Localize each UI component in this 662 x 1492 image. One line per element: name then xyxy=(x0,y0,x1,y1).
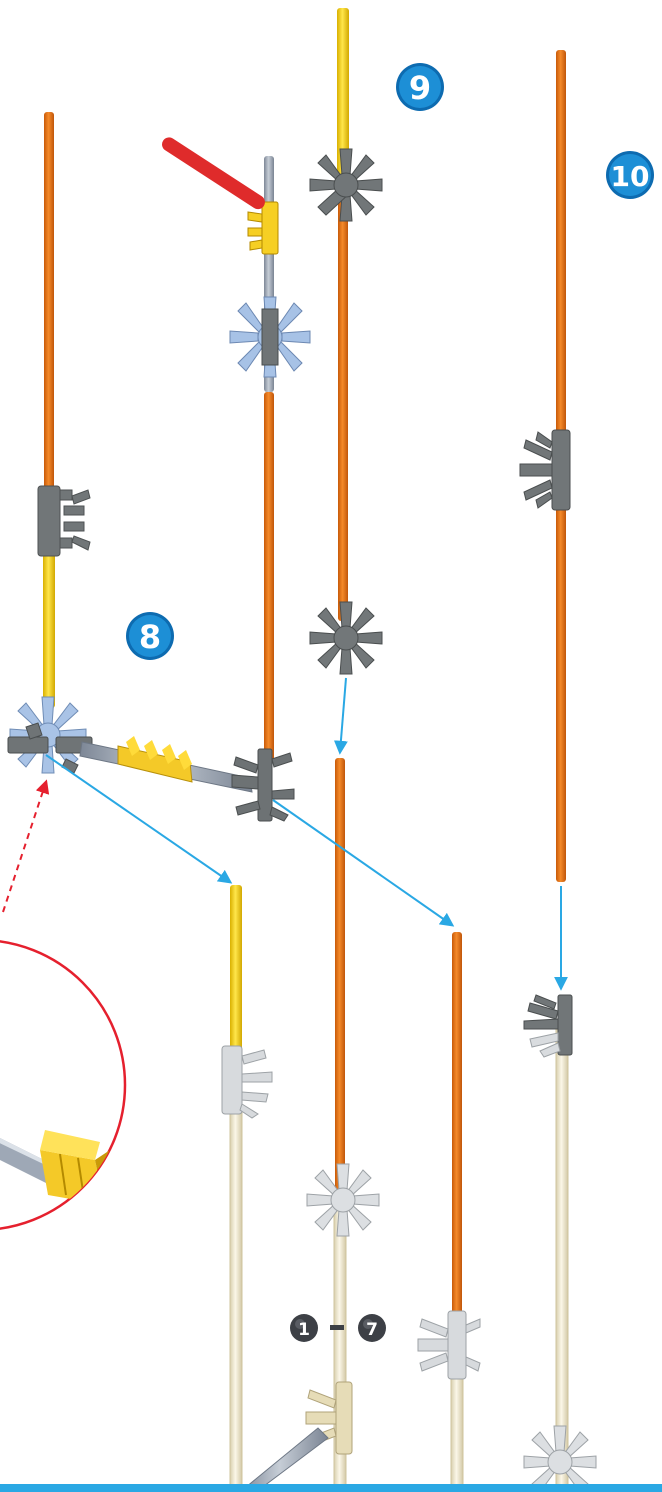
yellow-connector xyxy=(118,736,192,782)
step-9-structure xyxy=(310,8,382,674)
guide-arrow xyxy=(273,800,452,925)
cream-rod xyxy=(556,1025,568,1492)
detail-pointer-arrow xyxy=(3,782,46,912)
detail-yellow-connector xyxy=(40,1130,118,1205)
bottom-bar xyxy=(0,1484,662,1492)
guide-arrow xyxy=(340,678,346,752)
dark-grey-connector xyxy=(232,749,294,821)
dark-grey-connector xyxy=(38,486,90,556)
step-badge-9: 9 xyxy=(396,63,444,111)
range-dash xyxy=(330,1325,344,1330)
step-badge-10: 10 xyxy=(606,151,654,199)
step-8-structure xyxy=(8,112,310,821)
red-rod xyxy=(159,135,267,212)
orange-rod xyxy=(338,183,348,621)
light-grey-connector xyxy=(307,1164,379,1236)
guide-arrows xyxy=(46,678,561,988)
yellow-rod xyxy=(43,540,55,708)
step-number: 8 xyxy=(139,618,161,656)
yellow-rod xyxy=(230,885,242,1065)
dark-grey-connector xyxy=(310,602,382,674)
step-10-structure xyxy=(520,50,570,882)
blue-connector xyxy=(10,697,86,773)
step-number: 9 xyxy=(409,69,431,107)
blue-connector xyxy=(230,297,310,377)
yellow-connector xyxy=(248,202,278,254)
orange-rod xyxy=(335,758,345,1193)
dark-grey-connector xyxy=(520,430,570,510)
step-number: 10 xyxy=(611,160,650,193)
light-grey-connector xyxy=(418,1311,480,1379)
dark-grey-connector xyxy=(310,149,382,221)
dark-grey-connector xyxy=(524,995,572,1057)
orange-rod xyxy=(44,112,54,492)
grey-rod xyxy=(240,1428,328,1492)
light-grey-connector xyxy=(222,1046,272,1118)
detail-callout xyxy=(0,782,125,1230)
cream-rod xyxy=(230,1065,242,1490)
range-start: 1 xyxy=(298,1320,310,1340)
orange-rod xyxy=(452,932,462,1317)
lower-assembly xyxy=(222,758,596,1492)
step-badge-8: 8 xyxy=(126,612,174,660)
orange-rod xyxy=(264,392,274,762)
range-end: 7 xyxy=(366,1320,378,1340)
